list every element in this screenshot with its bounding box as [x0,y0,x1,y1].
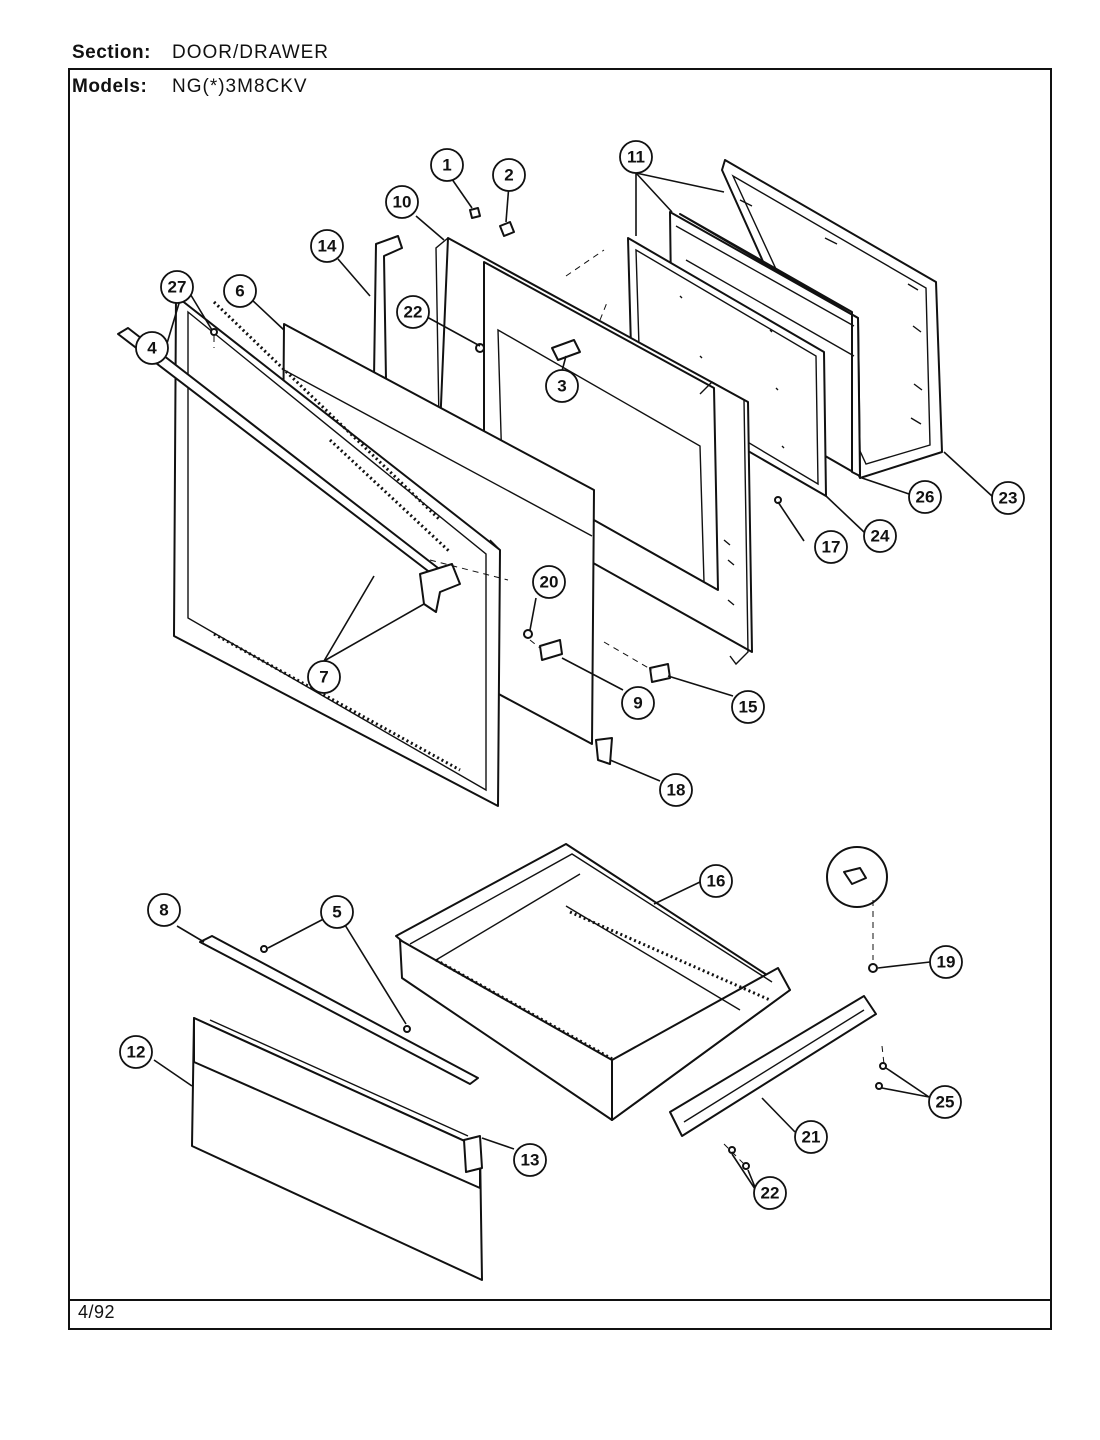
diagram-frame: 4/92 [68,68,1052,1330]
part-5-screw-b [403,1025,411,1033]
drawer-slide-rail [669,995,877,1137]
svg-text:18: 18 [667,781,686,800]
svg-text:17: 17 [822,538,841,557]
drawer-hardware [260,846,888,1170]
callout-25: 25 [928,1085,962,1119]
svg-text:22: 22 [761,1184,780,1203]
svg-text:2: 2 [504,166,513,185]
svg-text:24: 24 [871,527,890,546]
callout-7: 7 [307,660,341,694]
callout-22a: 22 [396,295,430,329]
part-19-clip [868,963,878,973]
svg-text:4: 4 [147,339,157,358]
svg-text:16: 16 [707,872,726,891]
callout-10: 10 [385,185,419,219]
callout-18: 18 [659,773,693,807]
section-value: DOOR/DRAWER [172,42,330,63]
callout-15: 15 [731,690,765,724]
svg-text:15: 15 [739,698,758,717]
door-outer-frame [173,289,501,807]
callout-13: 13 [513,1143,547,1177]
svg-text:19: 19 [937,953,956,972]
svg-text:23: 23 [999,489,1018,508]
callout-22b: 22 [753,1176,787,1210]
footer-divider [70,1299,1050,1301]
part-22-screw-b [742,1162,750,1170]
callout-21: 21 [794,1120,828,1154]
svg-text:5: 5 [332,903,341,922]
part-5-screw-a [260,945,268,953]
callout-12: 12 [119,1035,153,1069]
callout-11: 11 [619,140,653,174]
callout-4: 4 [135,331,169,365]
callout-20: 20 [532,565,566,599]
callout-2: 2 [492,158,526,192]
callout-26: 26 [908,480,942,514]
part-18-bracket [595,737,613,765]
section-heading: Section: DOOR/DRAWER [72,42,329,64]
callout-23: 23 [991,481,1025,515]
svg-text:11: 11 [627,148,645,167]
part-9-plate [539,639,563,661]
models-value: NG(*)3M8CKV [172,76,308,97]
callout-24: 24 [863,519,897,553]
callout-5: 5 [320,895,354,929]
svg-text:9: 9 [633,694,642,713]
svg-text:27: 27 [168,278,187,297]
svg-text:6: 6 [235,282,244,301]
drawer-front-panel [191,1017,483,1281]
svg-text:10: 10 [393,193,412,212]
models-label: Models: [72,76,148,97]
callout-27: 27 [160,270,194,304]
svg-text:25: 25 [936,1093,955,1112]
svg-text:7: 7 [319,668,328,687]
drawer-top-trim [199,935,479,1085]
part-22-screw [475,343,485,353]
small-parts [210,207,782,765]
part-27-screw [210,328,218,336]
door-inner-frame [435,237,753,666]
callout-16: 16 [699,864,733,898]
callout-17: 17 [814,530,848,564]
callout-6: 6 [223,274,257,308]
leader-lines [153,171,994,1193]
callout-9: 9 [621,686,655,720]
section-label: Section: [72,42,151,63]
part-22-screw-a [728,1146,736,1154]
svg-text:12: 12 [127,1043,146,1062]
part-2-bumper [499,221,515,237]
callout-3: 3 [545,369,579,403]
svg-text:21: 21 [802,1128,821,1147]
svg-text:1: 1 [442,156,451,175]
svg-text:3: 3 [557,377,566,396]
part-1-clip [469,207,481,219]
callout-14: 14 [310,229,344,263]
drawer-box [395,843,791,1121]
callout-19: 19 [929,945,963,979]
part-15-bumper [649,663,671,683]
callout-1: 1 [430,148,464,182]
date-code: 4/92 [78,1302,116,1322]
callout-8: 8 [147,893,181,927]
part-3-bracket [551,339,581,361]
part-25-screw-a [879,1062,887,1070]
svg-text:20: 20 [540,573,559,592]
part-20-screw [523,629,533,639]
svg-text:26: 26 [916,488,935,507]
door-top-trim [117,327,509,613]
models-heading: Models: NG(*)3M8CKV [72,76,308,98]
svg-text:8: 8 [159,901,168,920]
part-25-screw-b [875,1082,883,1090]
svg-text:22: 22 [404,303,423,322]
svg-text:13: 13 [521,1151,540,1170]
svg-text:14: 14 [318,237,337,256]
